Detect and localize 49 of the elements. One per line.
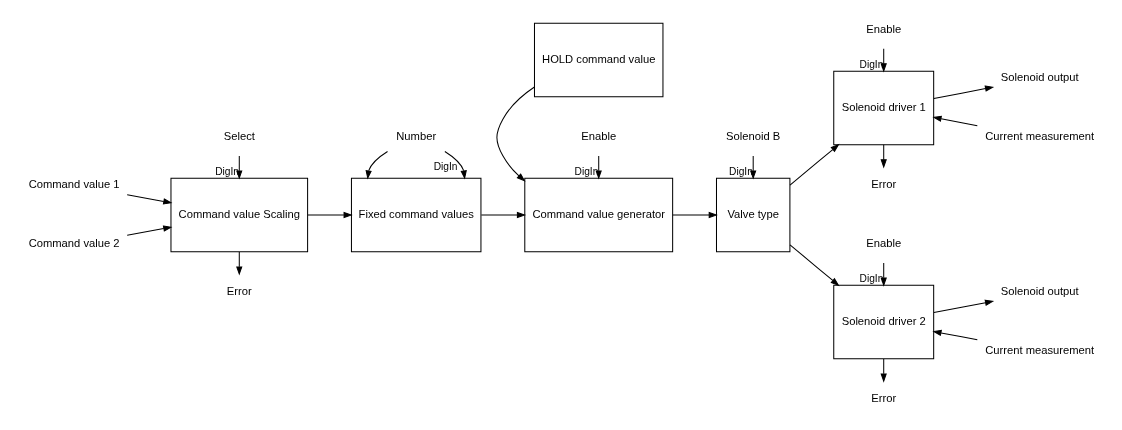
edge-label: DigIn [859, 58, 883, 70]
arrow [365, 150, 388, 180]
arrow [595, 155, 602, 180]
arrow [880, 358, 887, 383]
node-text: Error [870, 392, 896, 405]
node-text: Current measurement [984, 130, 1094, 143]
node-text: Command value 2 [28, 237, 120, 250]
arrow [931, 329, 978, 341]
node-text: Error [226, 285, 252, 298]
node-text: Enable [865, 237, 901, 250]
arrow [880, 144, 887, 169]
arrow [931, 115, 978, 127]
arrow [306, 211, 353, 219]
node-text: Select [223, 130, 255, 143]
node-text: Solenoid output [1000, 285, 1079, 298]
arrow [880, 48, 887, 73]
node-box: Solenoid driver 1 [832, 70, 934, 146]
edge-label: DigIn [574, 165, 598, 177]
node-box: Command value generator [523, 177, 673, 253]
arrow [932, 85, 994, 99]
arrow [671, 211, 718, 219]
node-text: Solenoid B [725, 130, 780, 143]
node-text: Error [870, 178, 896, 191]
node-text: Command value 1 [28, 178, 120, 191]
node-text: Enable [580, 130, 616, 143]
arrow [880, 262, 887, 287]
arrow [443, 150, 467, 180]
node-text: Enable [865, 23, 901, 36]
edge-label: DigIn [728, 165, 753, 177]
arrow [789, 143, 840, 186]
node-box: Fixed command values [350, 177, 481, 253]
edge-label: DigIn [433, 160, 457, 172]
node-box: Command value Scaling [169, 177, 308, 253]
arrow [235, 251, 242, 276]
arrow [235, 155, 242, 180]
arrow [932, 299, 994, 314]
arrow [126, 225, 172, 236]
node-text: Number [395, 130, 436, 143]
node-box: HOLD command value [533, 22, 663, 98]
arrow [789, 244, 840, 287]
node-box: Valve type [715, 177, 790, 253]
arrow [480, 211, 526, 219]
arrow [126, 194, 172, 205]
node-box: Solenoid driver 2 [832, 284, 934, 360]
node-text: Solenoid output [1000, 71, 1079, 84]
node-text: Current measurement [984, 344, 1094, 357]
arrow [495, 86, 535, 182]
edge-label: DigIn [859, 272, 883, 284]
edge-label: DigIn [214, 165, 239, 177]
